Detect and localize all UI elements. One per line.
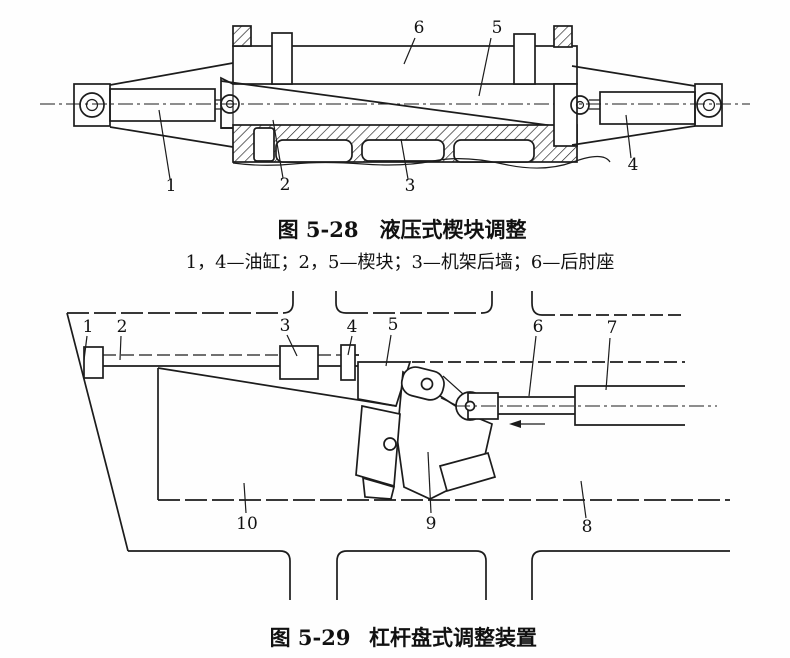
top-channel-2-left	[481, 291, 493, 314]
side-link-plate	[355, 404, 401, 488]
fig1-part-label-6: 6	[414, 18, 425, 38]
rod-2-bottom-edge	[103, 354, 359, 367]
right-eye-plate	[694, 83, 723, 127]
right-cylinder-4	[599, 91, 696, 125]
right-eye-ring-outer	[696, 92, 722, 118]
fig1-legend: 1，4—油缸；2，5—楔块；3—机架后墙；6—后肘座	[186, 251, 615, 273]
leader-9	[427, 451, 432, 514]
rear-wall-bottom-wavy-edge	[232, 155, 611, 169]
frame-outline	[66, 291, 730, 600]
leader-4	[347, 335, 353, 356]
fig1-part-label-2: 2	[280, 175, 291, 195]
fig1-part-label-3: 3	[405, 176, 416, 196]
pivot-lobe-hole	[420, 377, 434, 391]
figure-5-29-drawing: 1 2 3 4 5 6 7 8 9 10	[66, 291, 730, 600]
leader-2	[272, 119, 284, 179]
motion-arrow-head	[509, 420, 521, 428]
fig2-caption-label: 图 5-29	[270, 625, 351, 650]
left-anchor-bolt	[271, 32, 293, 85]
wedge-diagonal	[220, 80, 555, 127]
fig2-leader-lines	[83, 334, 611, 519]
end-block-1	[83, 346, 104, 379]
fig2-part-label-2: 2	[117, 317, 128, 337]
lower-level-segment-2	[336, 550, 487, 600]
leader-5	[478, 37, 492, 97]
left-eye-ring-outer	[79, 92, 105, 118]
left-slant-edge	[66, 312, 129, 552]
right-frame-taper	[571, 65, 696, 146]
leader-6	[528, 335, 537, 397]
right-eye-ring-inner	[702, 98, 716, 112]
pull-rod-assembly	[83, 344, 412, 407]
fig1-part-label-4: 4	[628, 155, 639, 175]
fig2-caption-title: 杠杆盘式调整装置	[369, 625, 537, 650]
figure-5-28-drawing: 1 2 3 4 5 6	[40, 18, 750, 196]
rod-and-cylinder	[455, 385, 717, 428]
fig1-part-label-5: 5	[492, 18, 503, 38]
lower-level-segment-1	[128, 550, 291, 600]
right-rod-stubs	[589, 99, 600, 110]
leader-7	[605, 337, 611, 391]
right-flange-column	[553, 83, 578, 147]
collar-4	[340, 344, 356, 381]
leader-10	[243, 482, 247, 514]
top-channel-2-right	[531, 291, 543, 316]
frame-rear-wall-3	[232, 83, 611, 169]
rear-seat-body-6	[232, 45, 578, 85]
cylinder-7	[574, 385, 685, 426]
rail-window-1	[275, 139, 353, 163]
leader-2	[119, 335, 122, 361]
fig2-part-label-7: 7	[607, 318, 618, 338]
leader-4	[625, 114, 632, 159]
fig2-part-label-4: 4	[347, 317, 358, 337]
right-anchor-bolt	[513, 33, 536, 85]
leader-3	[286, 334, 298, 357]
fig1-part-label-1: 1	[166, 176, 177, 196]
fig2-part-label-9: 9	[426, 514, 437, 534]
wedge-block	[220, 76, 555, 129]
leader-8	[580, 480, 587, 519]
top-channel-1-left	[282, 291, 294, 314]
lower-level-segment-3	[531, 550, 730, 600]
fig2-part-label-6: 6	[533, 317, 544, 337]
leader-1	[158, 109, 171, 180]
link-foot	[362, 476, 396, 500]
right-pin-eye-outer	[570, 95, 590, 115]
top-channel-1-right	[335, 291, 347, 314]
left-frame-taper	[109, 62, 234, 148]
fig2-part-label-8: 8	[582, 517, 593, 537]
left-eye-ring-inner	[85, 98, 99, 112]
left-cylinder-1	[109, 88, 216, 122]
rail-column-cutout-left	[253, 127, 275, 162]
fig1-caption-title: 液压式楔块调整	[380, 217, 527, 242]
leader-5	[385, 334, 392, 367]
tilted-pad	[438, 451, 497, 493]
right-hatched-cap	[553, 25, 573, 48]
adjusting-nut-3	[279, 345, 319, 380]
right-pin-eye-inner	[575, 100, 585, 110]
fig1-leader-lines	[158, 37, 632, 180]
fig2-part-label-10: 10	[236, 514, 258, 534]
left-hatched-cap	[232, 25, 252, 47]
fig2-part-label-5: 5	[388, 315, 399, 335]
leader-6	[403, 37, 416, 65]
side-link-hole	[383, 437, 397, 451]
piston-rod-6	[498, 396, 575, 415]
lever-arm-line	[157, 367, 397, 407]
fig1-caption-label: 图 5-28	[278, 217, 359, 242]
fig2-part-label-1: 1	[83, 317, 94, 337]
fig2-part-label-3: 3	[280, 316, 291, 336]
leader-1	[83, 335, 88, 361]
leader-3	[400, 138, 409, 180]
